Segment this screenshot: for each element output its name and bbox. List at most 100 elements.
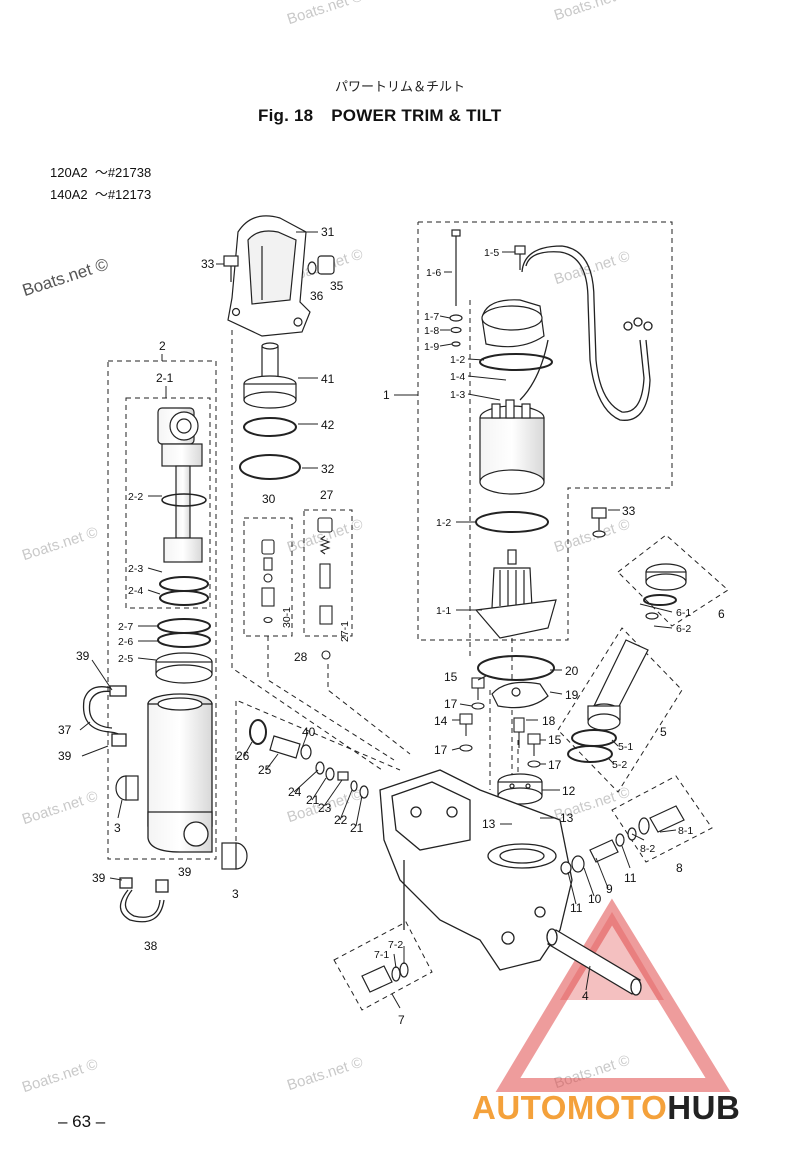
group-box-2-1	[125, 397, 211, 609]
page-number: – 63 –	[58, 1112, 106, 1131]
part-label: 8	[676, 861, 683, 875]
part-label: 41	[321, 372, 335, 386]
part-label: 35	[330, 279, 344, 293]
part-label: 27-1	[339, 621, 351, 642]
part-label: 8-2	[640, 843, 655, 855]
part-33-bolt-right	[591, 507, 607, 538]
part-label: 40	[302, 725, 316, 739]
part-33-bolt	[223, 255, 239, 282]
serial-range: ～#21738	[94, 165, 152, 180]
serial-model: 120A2	[50, 165, 88, 180]
part-label: 17	[434, 743, 448, 757]
part-label: 15	[548, 733, 562, 747]
part-label: 39	[76, 649, 90, 663]
part-5-reservoir	[567, 639, 649, 763]
group-box-5	[557, 627, 683, 793]
part-label: 8-1	[678, 825, 693, 837]
part-label: 42	[321, 418, 335, 432]
part-label: 2-7	[118, 621, 133, 633]
part-30-valve	[261, 539, 275, 624]
part-label: 2-2	[128, 491, 143, 503]
part-3-bushing	[115, 775, 248, 870]
part-8-valve	[560, 805, 685, 875]
part-label: 1-6	[426, 267, 441, 279]
part-label: 3	[232, 887, 239, 901]
part-7-plug	[361, 962, 409, 993]
leader-lines	[79, 231, 677, 1009]
part-42-oring	[243, 417, 297, 437]
part-label: 14	[434, 714, 448, 728]
part-label: 2-5	[118, 653, 133, 665]
part-35-36	[307, 255, 335, 275]
group-box-27	[303, 509, 353, 637]
part-label: 7-2	[388, 939, 403, 951]
fig-label: Fig. 18	[258, 106, 314, 125]
part-label: 6	[718, 607, 725, 621]
part-2-4-ring	[159, 590, 209, 606]
part-37-hose	[82, 685, 127, 747]
serial-range-2: 140A2 ～#12173	[50, 184, 151, 203]
part-label: 1-4	[450, 371, 465, 383]
part-label: 1	[383, 388, 390, 402]
part-32-oring	[239, 454, 301, 480]
part-label: 31	[321, 225, 335, 239]
group-box-8	[611, 775, 713, 863]
part-label: 1-7	[424, 311, 439, 323]
part-label: 20	[565, 664, 579, 678]
part-label: 39	[178, 865, 192, 879]
part-label: 22	[334, 813, 348, 827]
group-boxes	[107, 221, 729, 1011]
part-2-7-ring	[157, 618, 211, 634]
part-label: 32	[321, 462, 335, 476]
part-label: 1-2	[450, 354, 465, 366]
part-label: 28	[294, 650, 308, 664]
part-label: 24	[288, 785, 302, 799]
part-label: 1-5	[484, 247, 499, 259]
serial-range-1: 120A2 ～#21738	[50, 162, 151, 181]
part-label: 5	[660, 725, 667, 739]
part-label: 39	[58, 749, 72, 763]
part-cylinder-body	[147, 693, 213, 853]
group-box-1	[417, 221, 673, 641]
part-label: 6-2	[676, 623, 691, 635]
part-15-17-bolts	[459, 677, 541, 768]
brand-part1: AUTOMOTO	[472, 1089, 668, 1126]
part-label: 18	[542, 714, 556, 728]
part-label: 23	[318, 801, 332, 815]
part-label: 9	[606, 882, 613, 896]
part-label: 15	[444, 670, 458, 684]
part-label: 1-9	[424, 341, 439, 353]
part-2-2-oring	[161, 493, 207, 507]
part-25-26-fitting	[249, 719, 369, 799]
part-20-oring	[477, 655, 555, 681]
part-label: 2-4	[128, 585, 143, 597]
part-label: 1-3	[450, 389, 465, 401]
part-12-pump	[497, 773, 543, 805]
main-pump-body	[379, 769, 573, 971]
part-label: 1-2	[436, 517, 451, 529]
part-4-shaft	[546, 928, 642, 996]
part-label: 12	[562, 784, 576, 798]
part-label: 2-1	[156, 371, 174, 385]
part-label: 7	[398, 1013, 405, 1027]
part-41-piston	[243, 342, 297, 409]
part-label: 7-1	[374, 949, 389, 961]
part-label: 5-2	[612, 759, 627, 771]
part-label: 19	[565, 688, 579, 702]
part-31-cover	[227, 215, 311, 337]
part-label: 1-1	[436, 605, 451, 617]
group-box-7	[333, 921, 433, 1011]
serial-model: 140A2	[50, 187, 88, 202]
part-label: 11	[570, 901, 583, 915]
part-label: 2-6	[118, 636, 133, 648]
part-38-hose	[119, 877, 169, 923]
part-label: 1-8	[424, 325, 439, 337]
part-label: 25	[258, 763, 272, 777]
part-label: 2	[159, 339, 166, 353]
part-1-wire-harness	[519, 245, 653, 421]
japanese-title: パワートリム＆チルト	[335, 80, 466, 95]
part-27-valve	[317, 517, 333, 660]
part-label: 36	[310, 289, 324, 303]
